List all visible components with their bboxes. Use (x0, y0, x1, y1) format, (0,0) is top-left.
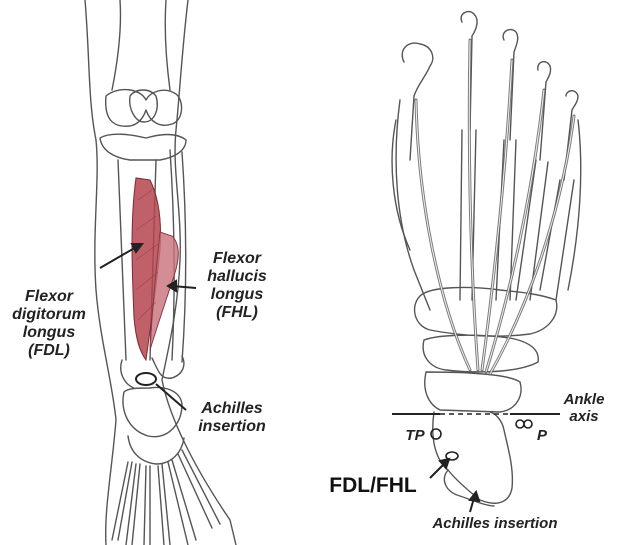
fhl-label-line-3: longus (198, 286, 276, 304)
talus (123, 388, 182, 437)
toe-4 (538, 62, 551, 160)
fhl-label-line-1: Flexor (198, 250, 276, 268)
femur (112, 0, 170, 90)
talus-body (425, 372, 521, 412)
fhl-label: Flexor hallucis longus (FHL) (198, 250, 276, 322)
ankle-axis-label: Ankle axis (556, 392, 612, 426)
p-tendon-ring-2 (524, 420, 532, 428)
achilles-ring (136, 373, 156, 385)
ankle-axis-line-2: axis (556, 409, 612, 426)
fdl-label-line-3: longus (6, 324, 92, 342)
fdl-label: Flexor digitorum longus (FDL) (6, 288, 92, 360)
midfoot (128, 436, 184, 464)
forefoot-outline (392, 120, 581, 290)
flexor-tendon-3 (482, 60, 512, 370)
femoral-condyles (106, 90, 182, 127)
achilles-left-line-2: insertion (186, 418, 278, 436)
tp-label: TP (398, 428, 432, 445)
leg-outline (85, 0, 116, 545)
fdl-fhl-label: FDL/FHL (318, 474, 428, 498)
cuneiforms (415, 288, 557, 337)
calcaneus (433, 412, 513, 503)
fhl-label-line-4: (FHL) (198, 304, 276, 322)
achilles-right-label: Achilles insertion (410, 516, 580, 533)
fdl-label-line-4: (FDL) (6, 342, 92, 360)
fhl-label-line-2: hallucis (198, 268, 276, 286)
achilles-leader-line (156, 384, 186, 410)
fdl-label-line-2: digitorum (6, 306, 92, 324)
fdl-label-line-1: Flexor (6, 288, 92, 306)
tibial-plateau (100, 134, 186, 160)
flexor-tendon-4 (486, 90, 544, 372)
ankle-axis-line-1: Ankle (556, 392, 612, 409)
achilles-left-line-1: Achilles (186, 400, 278, 418)
p-label: P (532, 428, 552, 445)
navicular-cuboid (423, 335, 538, 372)
achilles-left-label: Achilles insertion (186, 400, 278, 436)
p-tendon-ring-1 (516, 420, 524, 428)
